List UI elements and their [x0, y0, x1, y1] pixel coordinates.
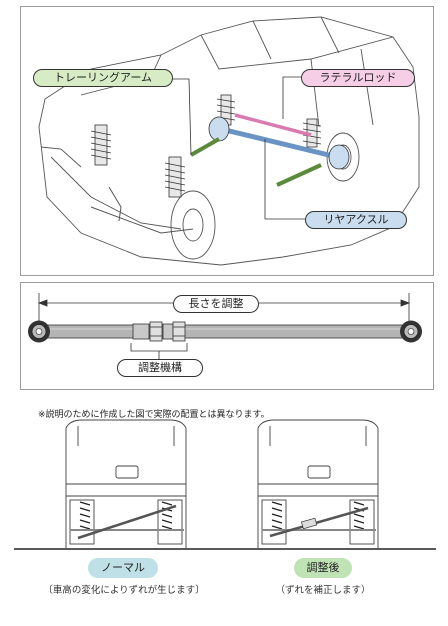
disclaimer-note: ※説明のために作成した図で実際の配置とは異なります。	[38, 410, 270, 420]
length-adjust-label: 長さを調整	[173, 295, 259, 313]
normal-label: ノーマル	[88, 558, 158, 578]
lateral-rod-label: ラテラルロッド	[301, 69, 415, 87]
adjusted-label: 調整後	[294, 558, 352, 578]
adjustable-rod-panel: 長さを調整 調整機構	[20, 282, 434, 390]
rod-end-right	[400, 320, 422, 343]
adjustable-rod-drawing	[28, 293, 422, 359]
adjusted-axle	[262, 506, 376, 538]
adjust-mechanism-shape	[132, 321, 186, 342]
normal-caption: 〔車高の変化によりずれが生じます〕	[43, 585, 205, 596]
front-wheel	[170, 190, 216, 260]
rod-end-left	[28, 320, 50, 343]
normal-axle	[70, 504, 184, 540]
rear-axle-label: リヤアクスル	[305, 211, 407, 229]
adjusted-caption: （ずれを補正します）	[275, 585, 371, 596]
adjusted-springs	[271, 501, 365, 530]
trailing-arm-shapes	[190, 137, 322, 187]
normal-car	[65, 419, 187, 548]
trailing-arm-label: トレーリングアーム	[33, 69, 173, 87]
car-chassis-drawing	[38, 16, 420, 266]
chassis-illustration-panel: トレーリングアーム ラテラルロッド リヤアクスル	[20, 6, 434, 276]
front-strut	[90, 124, 186, 198]
lateral-rod-shape	[234, 113, 312, 137]
normal-springs	[79, 501, 173, 530]
adjust-mechanism-label: 調整機構	[117, 359, 203, 377]
rod-body	[46, 324, 404, 339]
adjusted-car	[257, 419, 379, 548]
rear-axle-shape	[208, 116, 350, 170]
